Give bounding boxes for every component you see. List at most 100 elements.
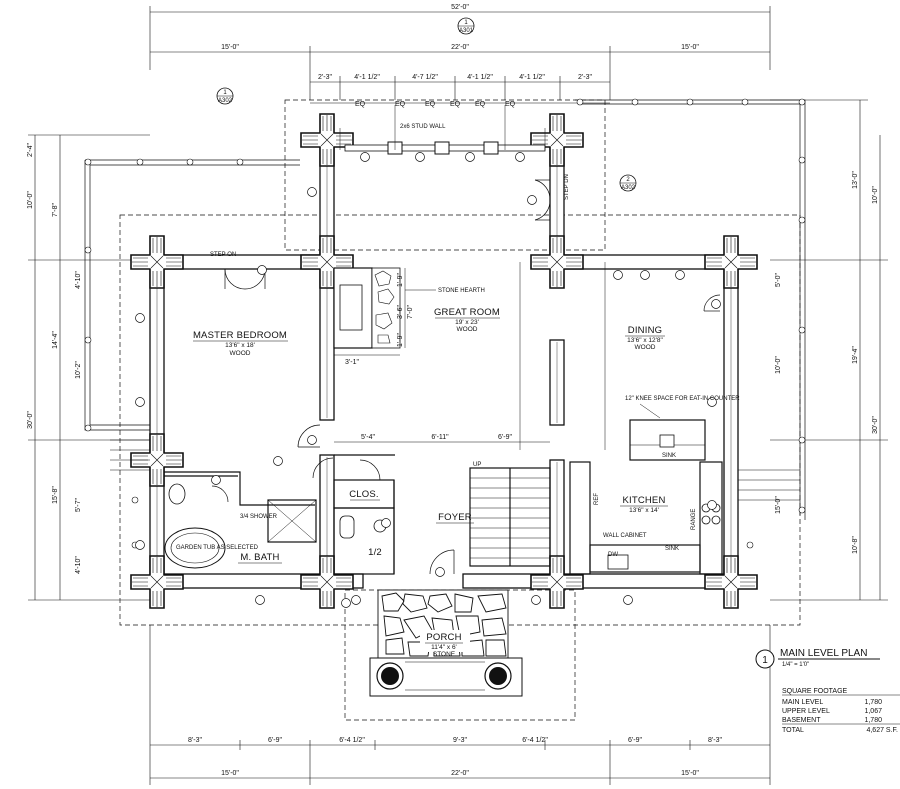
great-dim: 7'-0" — [407, 305, 414, 319]
room-kitchen: KITCHEN 13'6" x 14' — [620, 495, 668, 514]
svg-text:1: 1 — [223, 90, 227, 96]
room-master-bedroom: MASTER BEDROOM 13'6" x 18' WOOD — [193, 330, 288, 357]
top-sub-dim: 2'-3" — [578, 74, 592, 81]
stud-wall-north — [339, 105, 546, 155]
garden-tub — [164, 527, 226, 569]
bottom-dim-right: 15'-0" — [681, 770, 699, 777]
room-closet: CLOS. — [349, 489, 379, 500]
right-dim: 10'-0" — [775, 356, 782, 374]
svg-text:MAIN LEVEL PLAN: MAIN LEVEL PLAN — [780, 648, 867, 659]
svg-text:13'6" x 14': 13'6" x 14' — [629, 507, 659, 514]
svg-text:PORCH: PORCH — [426, 632, 461, 643]
top-sub-dim: 4'-1 1/2" — [519, 74, 545, 81]
section-marker-a301: 1 A301 — [457, 17, 475, 35]
great-dim: 3'-6" — [397, 305, 404, 319]
left-dim: 10'-2" — [75, 361, 82, 379]
knee-space-note: 12" KNEE SPACE FOR EAT-IN COUNTER — [625, 396, 740, 402]
range-note: RANGE — [691, 509, 697, 530]
section-marker-a302-2: 2 A302 — [619, 174, 637, 192]
svg-text:13'6" x 18': 13'6" x 18' — [225, 342, 255, 349]
svg-text:WOOD: WOOD — [230, 350, 251, 357]
interior-dim-lines — [334, 262, 606, 450]
left-dim: 4'-10" — [75, 271, 82, 289]
stone-hearth — [333, 267, 401, 349]
right-dimensions — [770, 99, 888, 601]
svg-text:MAIN LEVEL: MAIN LEVEL — [782, 699, 823, 706]
right-dim: 30'-0" — [872, 416, 879, 434]
step-on-note: STEP ON — [210, 252, 236, 258]
wall-cabinet-note: WALL CABINET — [603, 533, 647, 539]
great-dim: 1'-9" — [397, 273, 404, 287]
left-dimensions — [28, 134, 150, 601]
eq-label: EQ — [395, 101, 406, 108]
svg-text:1: 1 — [762, 655, 768, 666]
svg-text:13'6" x 12'8": 13'6" x 12'8" — [627, 337, 663, 344]
svg-text:19' x 23': 19' x 23' — [455, 319, 479, 326]
right-dim: 10'-0" — [872, 186, 879, 204]
garden-tub-note: GARDEN TUB AS SELECTED — [176, 545, 259, 551]
eq-label: EQ — [505, 101, 516, 108]
svg-text:A301: A301 — [459, 28, 474, 34]
plan-title-block: 1 MAIN LEVEL PLAN 1/4" = 1'0" — [755, 648, 880, 669]
svg-text:STONE: STONE — [433, 651, 456, 658]
bottom-sub-dim: 6'-4 1/2" — [339, 737, 365, 744]
svg-text:1/4" = 1'0": 1/4" = 1'0" — [782, 662, 809, 668]
room-porch: PORCH 11'4" x 6' STONE — [420, 630, 470, 658]
bottom-dimensions — [149, 625, 771, 785]
right-dim: 5'-0" — [775, 273, 782, 287]
svg-text:WOOD: WOOD — [457, 326, 478, 333]
room-foyer: FOYER — [438, 512, 472, 523]
deck-steps — [110, 439, 800, 501]
svg-text:WOOD: WOOD — [635, 344, 656, 351]
porch-columns — [369, 657, 523, 697]
dw-note: DW — [608, 552, 618, 558]
svg-text:GREAT ROOM: GREAT ROOM — [434, 307, 500, 318]
svg-text:KITCHEN: KITCHEN — [622, 495, 665, 506]
shower-note: 3/4 SHOWER — [240, 514, 278, 520]
eq-label: EQ — [425, 101, 436, 108]
left-dim: 4'-10" — [75, 556, 82, 574]
svg-text:DINING: DINING — [628, 325, 662, 336]
kitchen-sink-note: SINK — [665, 546, 679, 552]
room-dining: DINING 13'6" x 12'8" WOOD — [625, 325, 665, 351]
step-dn-note: STEP DN — [564, 174, 570, 200]
svg-text:A302: A302 — [218, 98, 233, 104]
great-dim: 1'-9" — [397, 333, 404, 347]
svg-text:1,780: 1,780 — [864, 699, 882, 706]
left-dim: 10'-0" — [27, 191, 34, 209]
great-dim: 5'-4" — [361, 434, 375, 441]
stud-wall-note: 2x6 STUD WALL — [400, 124, 446, 130]
svg-text:2: 2 — [626, 177, 630, 183]
bottom-sub-dim: 6'-9" — [268, 737, 282, 744]
bottom-dim-mid: 22'-0" — [451, 770, 469, 777]
stair-up-label: UP — [473, 462, 481, 468]
svg-text:SQUARE FOOTAGE: SQUARE FOOTAGE — [782, 688, 848, 695]
top-dimensions — [149, 6, 771, 104]
right-dim: 15'-0" — [775, 496, 782, 514]
top-sub-dim: 4'-7 1/2" — [412, 74, 438, 81]
room-great-room: GREAT ROOM 19' x 23' WOOD — [434, 307, 500, 333]
left-dim: 2'-4" — [27, 143, 34, 157]
overall-width-dim: 52'-0" — [451, 4, 469, 11]
top-sub-dim: 4'-1 1/2" — [354, 74, 380, 81]
eq-label: EQ — [475, 101, 486, 108]
great-dim: 6'-11" — [431, 434, 449, 441]
svg-text:UPPER LEVEL: UPPER LEVEL — [782, 708, 830, 715]
bottom-sub-dim: 8'-3" — [708, 737, 722, 744]
door-swings — [211, 179, 721, 575]
svg-text:MASTER BEDROOM: MASTER BEDROOM — [193, 330, 287, 341]
eq-label: EQ — [450, 101, 461, 108]
log-posts — [130, 113, 758, 609]
bottom-dim-left: 15'-0" — [221, 770, 239, 777]
bottom-sub-dim: 6'-9" — [628, 737, 642, 744]
svg-text:1: 1 — [464, 20, 468, 26]
right-dim: 13'-0" — [852, 171, 859, 189]
bottom-sub-dim: 6'-4 1/2" — [522, 737, 548, 744]
stone-hearth-note: STONE HEARTH — [438, 288, 485, 294]
svg-text:4,627 S.F.: 4,627 S.F. — [866, 727, 898, 734]
railing-posts — [84, 98, 806, 549]
top-sub-dim: 2'-3" — [318, 74, 332, 81]
svg-text:A302: A302 — [621, 185, 636, 191]
room-m-bath: M. BATH — [240, 552, 279, 563]
